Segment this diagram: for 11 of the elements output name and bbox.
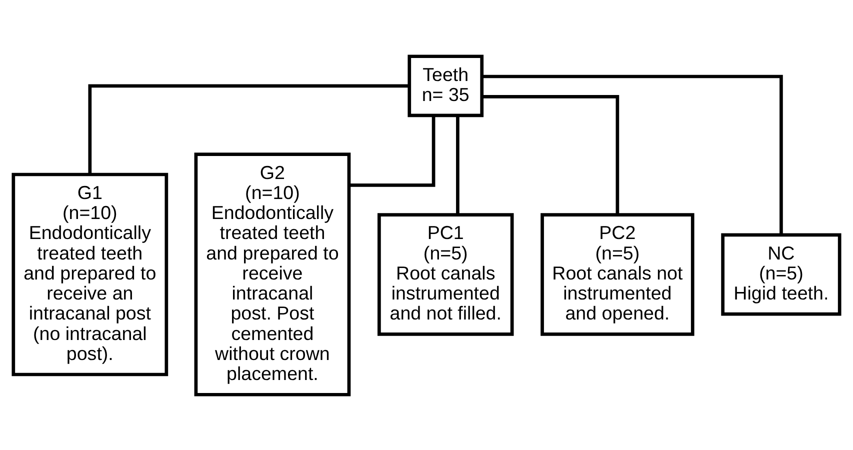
connector xyxy=(456,115,460,214)
connector xyxy=(482,74,783,234)
node-box: G2 (n=10) Endodontically treated teeth and prepared to receive intracanal post. Post cemented without crown placement. xyxy=(194,152,351,396)
node-box: NC (n=5) Higid teeth. xyxy=(721,232,842,316)
connector xyxy=(349,115,436,186)
node-box: G1 (n=10) Endodontically treated teeth and prepared to receive an intracanal post (no intracanal post). xyxy=(12,172,168,376)
node-box: PC2 (n=5) Root canals not instrumented and opened. xyxy=(540,212,694,336)
connector xyxy=(88,84,409,174)
connector xyxy=(482,94,620,214)
node-box: Teeth n= 35 xyxy=(408,54,484,117)
node-box: PC1 (n=5) Root canals instrumented and not filled. xyxy=(378,212,514,336)
